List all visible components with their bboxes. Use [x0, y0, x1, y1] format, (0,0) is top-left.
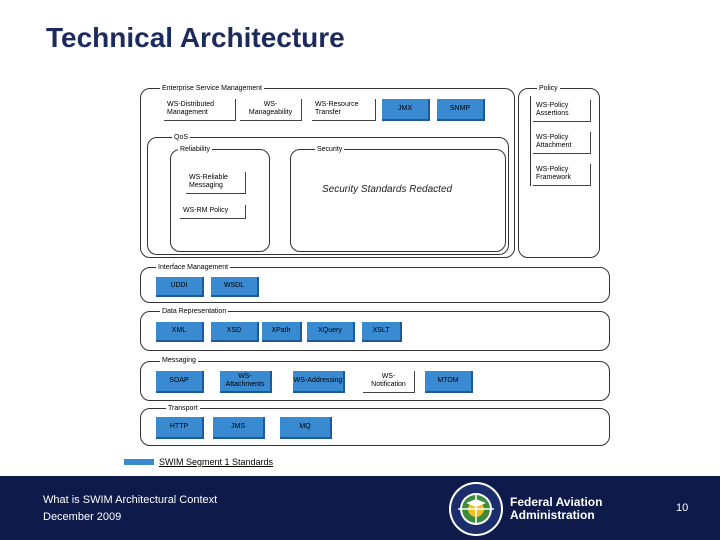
footer-bar: [0, 476, 720, 540]
ws-notification-box: WS-Notification: [363, 371, 415, 393]
esm-label: Enterprise Service Management: [160, 84, 264, 93]
jmx-box: JMX: [382, 99, 430, 121]
xquery-label: XQuery: [318, 327, 342, 334]
ws-attachments-box: WS-Attachments: [220, 371, 272, 393]
ws-resource-transfer-label: WS-Resource Transfer: [315, 101, 359, 116]
transport-label: Transport: [166, 404, 200, 413]
ws-policy-framework-box: WS-Policy Framework: [533, 164, 591, 186]
ws-policy-assertions-label: WS-Policy Assertions: [536, 102, 569, 117]
uddi-label: UDDI: [170, 282, 188, 289]
xsd-label: XSD: [226, 327, 242, 334]
xsd-box: XSD: [211, 322, 259, 342]
legend-swatch: [124, 459, 154, 465]
xml-label: XML: [171, 327, 187, 334]
ws-policy-attachment-box: WS-Policy Attachment: [533, 132, 591, 154]
wsdl-box: WSDL: [211, 277, 259, 297]
footer-org-line1: Federal Aviation: [510, 495, 603, 509]
qos-label: QoS: [172, 133, 191, 142]
ws-policy-attachment-label: WS-Policy Attachment: [536, 134, 572, 149]
mtom-box: MTOM: [425, 371, 473, 393]
soap-box: SOAP: [156, 371, 204, 393]
ws-addressing-box: WS-Addressing: [293, 371, 345, 393]
jmx-label: JMX: [398, 105, 412, 112]
jms-box: JMS: [213, 417, 265, 439]
security-group: [290, 149, 506, 252]
interface-management-label: Interface Management: [156, 263, 231, 272]
messaging-label: Messaging: [160, 356, 198, 365]
policy-label: Policy: [537, 84, 560, 93]
transport-group: [140, 408, 610, 446]
ws-notification-label: WS-Notification: [371, 373, 406, 388]
footer-presentation-title: What is SWIM Architectural Context: [43, 494, 218, 506]
faa-seal-icon: [449, 482, 503, 536]
snmp-label: SNMP: [449, 105, 471, 112]
page-title: Technical Architecture: [46, 22, 345, 53]
data-representation-label: Data Representation: [160, 307, 229, 316]
xquery-box: XQuery: [307, 322, 355, 342]
http-label: HTTP: [169, 423, 189, 430]
ws-policy-assertions-box: WS-Policy Assertions: [533, 100, 591, 122]
reliability-group: [170, 149, 270, 252]
xpath-label: XPath: [271, 327, 291, 334]
footer-org-line2: Administration: [510, 508, 595, 522]
security-label: Security: [315, 145, 345, 154]
xslt-box: XSLT: [362, 322, 402, 342]
uddi-box: UDDI: [156, 277, 204, 297]
mtom-label: MTOM: [437, 377, 459, 384]
mq-box: MQ: [280, 417, 332, 439]
jms-label: JMS: [231, 423, 245, 430]
page-number: 10: [676, 502, 689, 514]
ws-manageability-box: WS-Manageability: [240, 99, 302, 121]
soap-label: SOAP: [169, 377, 189, 384]
ws-attachments-label: WS-Attachments: [225, 373, 265, 388]
legend-label: SWIM Segment 1 Standards: [159, 457, 274, 467]
ws-distributed-management-label: WS-Distributed Management: [167, 101, 215, 116]
ws-policy-framework-label: WS-Policy Framework: [536, 166, 572, 181]
ws-addressing-label: WS-Addressing: [293, 377, 343, 384]
ws-manageability-label: WS-Manageability: [248, 101, 293, 116]
ws-rm-policy-box: WS-RM Policy: [180, 205, 246, 219]
http-box: HTTP: [156, 417, 204, 439]
xpath-box: XPath: [262, 322, 302, 342]
security-redacted-note: Security Standards Redacted: [322, 184, 453, 195]
mq-label: MQ: [299, 423, 311, 430]
xslt-label: XSLT: [372, 327, 390, 334]
policy-connector-line: [530, 96, 531, 186]
ws-reliable-messaging-box: WS-Reliable Messaging: [186, 172, 246, 194]
ws-rm-policy-label: WS-RM Policy: [183, 207, 229, 214]
reliability-label: Reliability: [178, 145, 212, 154]
ws-distributed-management-box: WS-Distributed Management: [164, 99, 236, 121]
snmp-box: SNMP: [437, 99, 485, 121]
ws-resource-transfer-box: WS-Resource Transfer: [312, 99, 376, 121]
ws-reliable-messaging-label: WS-Reliable Messaging: [189, 174, 228, 189]
footer-date: December 2009: [43, 511, 122, 523]
xml-box: XML: [156, 322, 204, 342]
wsdl-label: WSDL: [223, 282, 245, 289]
